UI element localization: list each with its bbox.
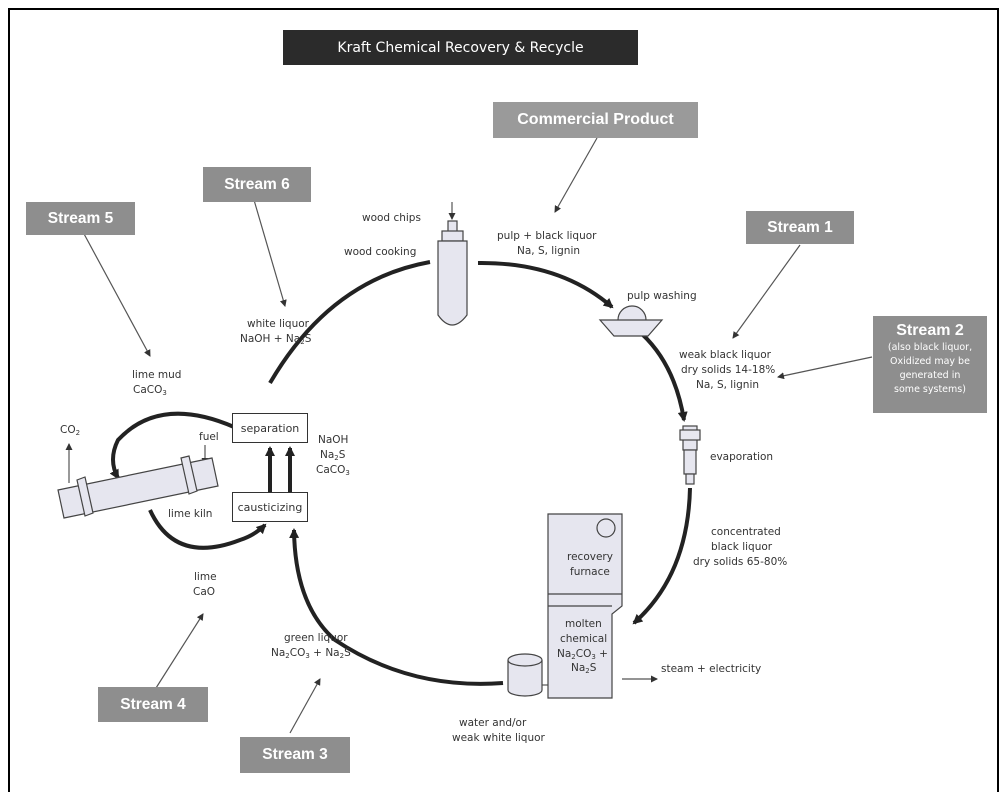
label-steam-electricity: steam + electricity <box>661 663 762 675</box>
label-black-liquor: black liquor <box>711 541 773 553</box>
label-caco3-mid: CaCO3 <box>316 464 350 477</box>
stream-1: Stream 1 <box>746 211 854 244</box>
label-naoh: NaOH <box>318 434 349 446</box>
evaporator <box>679 425 701 485</box>
stream-commercial-product: Commercial Product <box>493 102 698 138</box>
label-na2s-mid: Na2S <box>320 449 346 462</box>
pointer-stream-3 <box>289 678 321 734</box>
stream-4: Stream 4 <box>98 687 208 722</box>
label-naoh-na2s-white: NaOH + Na2S <box>240 333 312 346</box>
label-pulp-black-liquor: pulp + black liquor <box>497 230 597 242</box>
stream-2-note-1: (also black liquor, <box>887 342 973 353</box>
arrow-separation-to-white-liquor <box>268 260 431 385</box>
separation-box: separation <box>232 413 308 443</box>
stream-5: Stream 5 <box>26 202 135 235</box>
pointer-commercial-product <box>554 137 598 213</box>
digester <box>437 220 468 326</box>
label-dry-solids-65-80: dry solids 65-80% <box>693 556 788 568</box>
arrow-to-causticizing <box>289 528 504 686</box>
diagram-frame <box>8 8 999 792</box>
cycle-arrows <box>109 260 692 686</box>
pointer-lines <box>65 137 873 734</box>
pointer-stream-6 <box>253 199 287 307</box>
stream-2-note-2: Oxidized may be <box>890 356 970 367</box>
pointer-stream-5 <box>82 231 151 357</box>
label-cao: CaO <box>193 586 216 598</box>
pointer-stream-2 <box>777 356 873 380</box>
label-na-s-lignin: Na, S, lignin <box>517 245 581 257</box>
arrow-to-furnace <box>632 487 692 625</box>
label-fuel: fuel <box>199 431 219 443</box>
stream-3: Stream 3 <box>240 737 350 773</box>
label-dry-solids-14-18: dry solids 14-18% <box>681 364 776 376</box>
label-lime-kiln: lime kiln <box>168 508 213 520</box>
label-concentrated: concentrated <box>711 526 781 538</box>
label-wood-cooking: wood cooking <box>344 246 417 258</box>
label-co2-text: CO <box>60 424 76 436</box>
label-na2co3-plus: Na2CO3 + <box>557 648 608 661</box>
stream-2: Stream 2 (also black liquor, Oxidized ma… <box>873 316 987 413</box>
label-na2s-text: Na <box>320 449 335 461</box>
label-caco3-text: CaCO <box>133 384 163 396</box>
label-white-liquor: white liquor <box>247 318 309 330</box>
pointer-stream-1 <box>732 244 801 339</box>
label-chemical: chemical <box>560 633 608 645</box>
label-co2: CO2 <box>60 424 81 437</box>
pulp-washer <box>598 305 664 337</box>
arrow-kiln-to-causticizing <box>148 509 267 550</box>
label-molten: molten <box>565 618 602 630</box>
label-water-and-or: water and/or <box>459 717 527 729</box>
stream-2-note-4: some systems) <box>894 384 966 395</box>
dissolving-tank <box>507 653 543 697</box>
stream-6: Stream 6 <box>203 167 311 202</box>
label-caco3-mud: CaCO3 <box>133 384 167 397</box>
label-pulp-washing: pulp washing <box>627 290 697 302</box>
label-recovery: recovery <box>567 551 613 563</box>
label-caco3-2-text: CaCO <box>316 464 346 476</box>
label-na-s-lignin-2: Na, S, lignin <box>696 379 760 391</box>
label-na2co3-na2s: Na2CO3 + Na2S <box>271 647 351 660</box>
label-weak-black-liquor: weak black liquor <box>679 349 772 361</box>
label-lime-mud: lime mud <box>132 369 182 381</box>
lime-kiln <box>57 455 219 519</box>
stream-2-note-3: generated in <box>899 370 961 381</box>
label-lime: lime <box>194 571 217 583</box>
recovery-furnace <box>547 513 623 699</box>
label-na2s-furnace: Na2S <box>571 662 597 675</box>
label-furnace: furnace <box>570 566 610 578</box>
stream-2-heading: Stream 2 <box>896 322 964 339</box>
label-wood-chips: wood chips <box>362 212 421 224</box>
page-title: Kraft Chemical Recovery & Recycle <box>283 30 638 65</box>
arrow-to-pulp-washing <box>477 260 614 309</box>
label-weak-white-liquor: weak white liquor <box>452 732 545 744</box>
arrow-lime-mud-to-kiln <box>109 411 235 480</box>
causticizing-box: causticizing <box>232 492 308 522</box>
label-green-liquor: green liquor <box>284 632 348 644</box>
pointer-stream-4 <box>155 613 204 689</box>
arrow-to-evaporation <box>640 332 688 422</box>
label-evaporation: evaporation <box>710 451 774 463</box>
